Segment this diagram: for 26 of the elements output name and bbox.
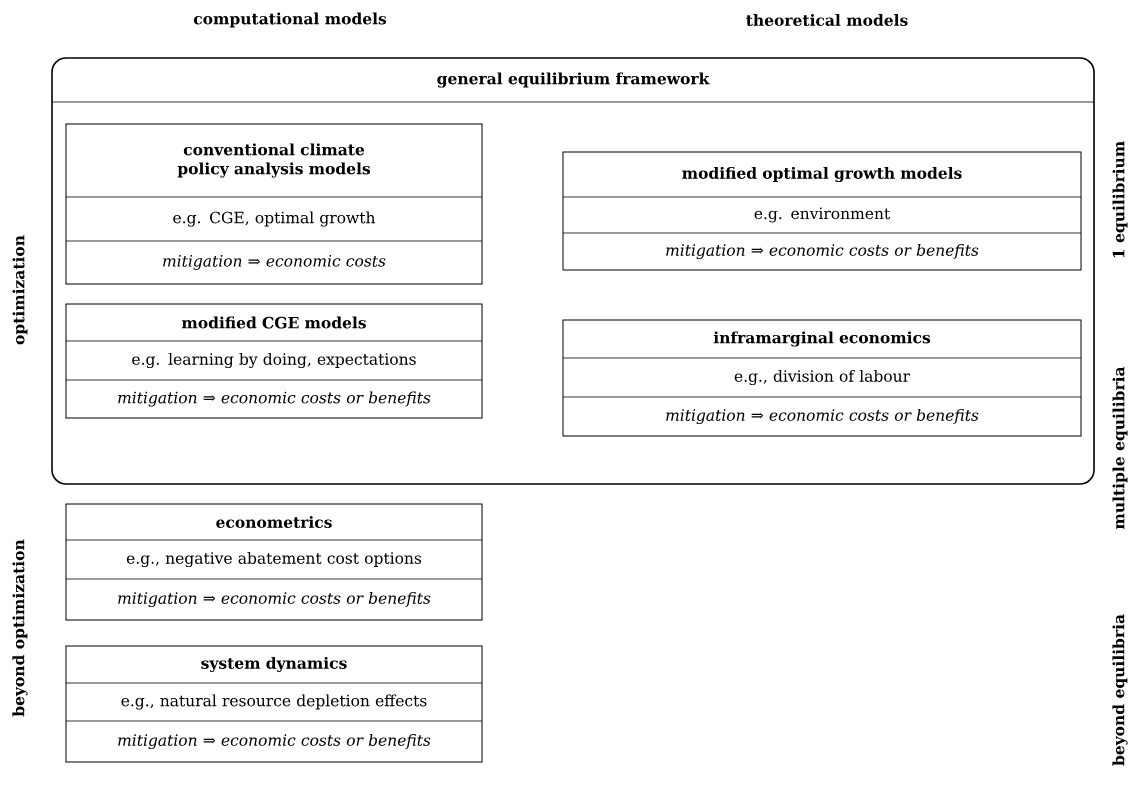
box-heading: econometrics <box>216 516 332 528</box>
box-heading: modified CGE models <box>181 316 366 329</box>
box-heading: system dynamics <box>201 656 347 673</box>
result-text: mitigation ⇒ economic costs or benefits <box>118 733 431 750</box>
axis-label: beyond optimization <box>12 539 28 717</box>
example-text: e.g., natural resource depletion effects <box>121 694 427 710</box>
axis-label: optimization <box>12 235 28 345</box>
example-text: e.g. CGE, optimal growth <box>173 211 376 227</box>
example-text: e.g., negative abatement cost options <box>126 551 422 568</box>
box-heading: inframarginal economics <box>713 331 931 347</box>
result-text: mitigation ⇒ economic costs or benefits <box>118 391 431 407</box>
result-text: mitigation ⇒ economic costs <box>163 255 386 270</box>
frame-heading: general equilibrium framework <box>437 72 710 88</box>
axis-label: 1 equilibrium <box>1112 141 1128 258</box>
example-text: e.g. learning by doing, expectations <box>132 352 416 369</box>
example-text: e.g. environment <box>754 207 891 223</box>
column-heading: computational models <box>193 12 387 28</box>
axis-label: multiple equilibria <box>1112 366 1128 530</box>
result-text: mitigation ⇒ economic costs or benefits <box>666 243 979 260</box>
box-heading: conventional climate policy analysis models <box>177 143 371 178</box>
axis-label: beyond equilibria <box>1112 614 1128 766</box>
box-heading: modified optimal growth models <box>682 166 962 183</box>
example-text: e.g., division of labour <box>734 369 911 386</box>
column-heading: theoretical models <box>746 14 908 26</box>
result-text: mitigation ⇒ economic costs or benefits <box>666 408 979 425</box>
result-text: mitigation ⇒ economic costs or benefits <box>118 591 431 608</box>
